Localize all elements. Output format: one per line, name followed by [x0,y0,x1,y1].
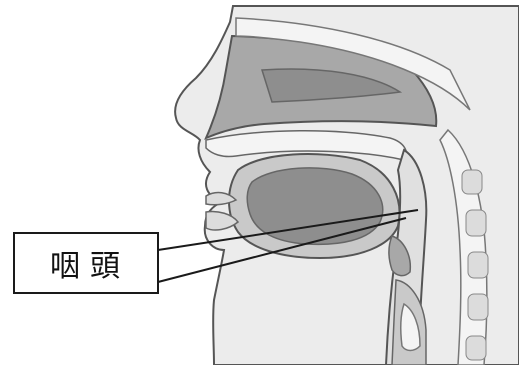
pharynx-label-box: 咽頭 [13,232,159,294]
pharynx-label: 咽頭 [42,241,130,285]
